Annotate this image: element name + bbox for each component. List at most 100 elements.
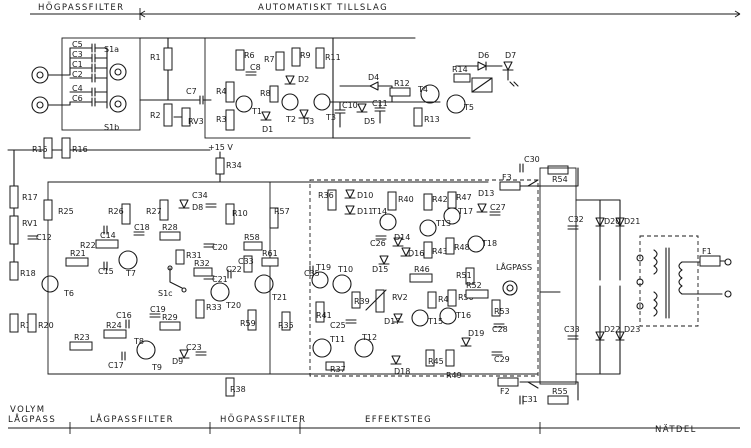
label-r29: R29 [162,313,178,322]
label-r40: R40 [398,195,414,204]
top-section-bar: HÖGPASSFILTER AUTOMATISKT TILLSLAG [30,2,741,20]
label-d10: D10 [357,191,373,200]
label-c1: C1 [72,60,83,69]
label-r21: R21 [70,249,86,258]
header-automatiskt-tillslag: AUTOMATISKT TILLSLAG [258,3,388,13]
label-d5: D5 [364,117,375,126]
label-d11: D11 [357,207,373,216]
header-lagpassfilter: LÅGPASSFILTER [90,413,174,425]
label-r24: R24 [106,321,122,330]
label-d2: D2 [298,75,309,84]
label-f2: F2 [500,387,510,396]
label-r9: R9 [300,51,311,60]
label-t18: T18 [481,239,497,248]
label-t4: T4 [417,85,428,94]
label-r18: R18 [20,269,36,278]
label-c23: C23 [186,343,202,352]
label-r20: R20 [38,321,54,330]
label-c18: C18 [134,223,150,232]
label-t5: T5 [463,103,474,112]
label-r26: R26 [108,207,124,216]
filter-block: R17 RV1 R18 R19 R20 C12 R25 T6 R21 R22 C… [9,149,539,397]
label-d4: D4 [368,73,379,82]
label-r52: R52 [466,281,482,290]
label-c4: C4 [72,84,83,93]
label-r45: R45 [428,357,444,366]
label-r48: R48 [454,243,470,252]
label-r32: R32 [194,259,210,268]
label-d17: D17 [384,317,400,326]
label-d6: D6 [478,51,489,60]
label-r2: R2 [150,111,161,120]
label-r54: R54 [552,175,568,184]
label-r57: R57 [274,207,290,216]
label-r31: R31 [186,251,202,260]
label-r38: R38 [230,385,246,394]
label-t1: T1 [251,107,262,116]
label-c10: C10 [342,101,358,110]
label-d23: D23 [624,325,640,334]
label-t8: T8 [133,337,144,346]
label-t13: T13 [435,219,451,228]
input-selector-block: C5 C3 C1 C2 C4 C6 S1a S1b R1 R2 C7 RV3 R… [7,37,212,159]
label-d19: D19 [468,329,484,338]
header-hogpassfilter: HÖGPASSFILTER [38,2,125,13]
label-d1: D1 [262,125,273,134]
label-r34: R34 [226,161,242,170]
label-r11: R11 [325,53,341,62]
label-s1-r: R33 [206,303,222,312]
label-r49: R49 [446,371,462,380]
label-r27: R27 [146,207,162,216]
label-d20: D20 [604,217,620,226]
label-c40: C35 [304,269,320,278]
label-rv2: RV2 [392,293,408,302]
label-d15: D15 [372,265,388,274]
label-r1: R1 [150,53,161,62]
label-r13: R13 [424,115,440,124]
label-c30: C30 [524,155,540,164]
label-c14: C14 [100,231,116,240]
label-t6: T6 [63,289,74,298]
label-t9: T9 [151,363,162,372]
label-t2: T2 [285,115,296,124]
label-r12: R12 [394,79,410,88]
label-r14: R14 [452,65,468,74]
label-r28: R28 [162,223,178,232]
label-c20: C20 [212,243,228,252]
label-t17: T17 [457,207,473,216]
label-r22: R22 [80,241,96,250]
label-r15: R15 [32,145,48,154]
label-r44: R44 [438,295,454,304]
label-r51: R51 [456,271,472,280]
label-c33: C33 [238,257,254,266]
label-c31: C31 [522,395,538,404]
label-plus15v: +15 V [208,143,233,152]
label-r37: R37 [330,365,346,374]
label-t12: T12 [361,333,377,342]
header-lagpass-small: LÅGPASS [8,413,56,425]
label-f1: F1 [702,247,712,256]
label-r59: R59 [240,319,256,328]
label-c17: C17 [108,361,124,370]
label-c15: C15 [98,267,114,276]
label-s1b: S1b [104,123,119,132]
label-t16: T16 [455,311,471,320]
bottom-section-bar: VOLYM LÅGPASS LÅGPASSFILTER HÖGPASSFILTE… [8,405,740,435]
label-c12: C12 [36,233,52,242]
label-c29: C29 [494,355,510,364]
label-d22: D22 [604,325,620,334]
label-d3: D3 [303,117,314,126]
label-r39: R39 [354,297,370,306]
label-t10: T10 [337,265,353,274]
label-r61: R61 [262,249,278,258]
label-r47: R47 [456,193,472,202]
label-c21: C21 [212,275,228,284]
header-volym: VOLYM [10,405,46,415]
label-c27: C27 [490,203,506,212]
label-c19: C19 [150,305,166,314]
label-r7: R7 [264,55,275,64]
label-r17: R17 [22,193,38,202]
label-d21: D21 [624,217,640,226]
label-c25: C25 [330,321,346,330]
